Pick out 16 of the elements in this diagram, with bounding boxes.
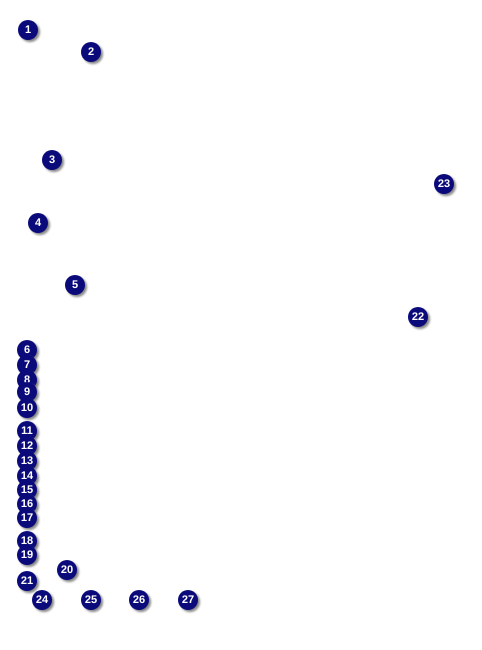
callout-number: 20 <box>57 560 77 580</box>
callout-number: 17 <box>17 508 37 528</box>
callout-number: 5 <box>65 275 85 295</box>
callout-number: 3 <box>42 150 62 170</box>
callout-number: 24 <box>32 590 52 610</box>
callout-number: 1 <box>18 20 38 40</box>
callout-number: 26 <box>129 590 149 610</box>
callout-number: 10 <box>17 398 37 418</box>
callout-number: 4 <box>28 213 48 233</box>
callout-number: 22 <box>408 307 428 327</box>
callout-number: 27 <box>178 590 198 610</box>
callout-number: 21 <box>17 571 37 591</box>
callout-number: 19 <box>17 545 37 565</box>
callout-number: 25 <box>81 590 101 610</box>
callout-number: 23 <box>434 174 454 194</box>
callout-number: 2 <box>81 42 101 62</box>
